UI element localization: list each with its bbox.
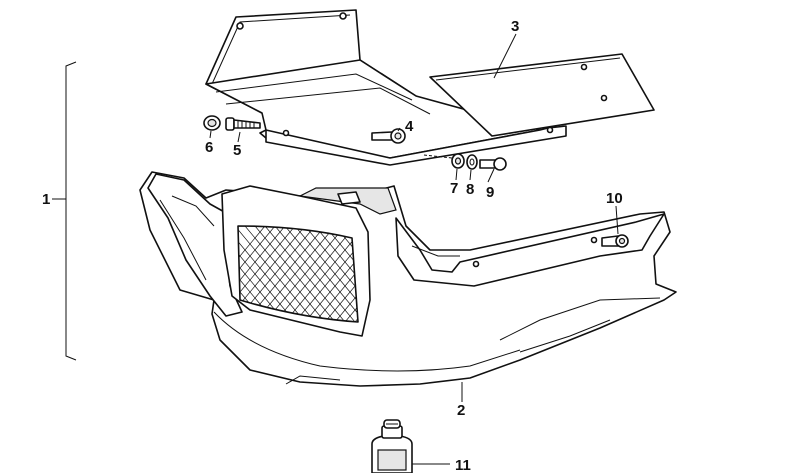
callout-labels: 1 2 3 4 5 6 7 8 9 10 11 — [42, 18, 623, 473]
fastener-7-washer — [451, 153, 465, 169]
callout-11: 11 — [455, 457, 471, 473]
callout-7: 7 — [450, 180, 458, 197]
callout-4: 4 — [405, 118, 414, 135]
fastener-8-washer — [466, 154, 478, 170]
fastener-5-bolt — [225, 117, 261, 131]
callout-8: 8 — [466, 181, 474, 198]
fastener-4-screw — [371, 128, 406, 144]
fastener-10-bolt — [601, 234, 629, 248]
callout-2: 2 — [457, 402, 465, 419]
adhesive-bottle — [371, 419, 413, 473]
leader-lines — [209, 33, 619, 465]
callout-6: 6 — [205, 139, 213, 156]
fastener-6-nut — [203, 115, 221, 131]
lower-fairing — [139, 171, 677, 387]
mesh-grille — [238, 226, 358, 322]
cover-plate — [429, 53, 655, 137]
callout-3: 3 — [511, 18, 519, 35]
assembly-bracket — [52, 61, 77, 361]
callout-9: 9 — [486, 184, 494, 201]
callout-10: 10 — [606, 190, 623, 207]
callout-5: 5 — [233, 142, 241, 159]
callout-1: 1 — [42, 191, 50, 208]
mounting-tray — [205, 9, 567, 166]
fastener-9-bolt — [479, 157, 507, 171]
